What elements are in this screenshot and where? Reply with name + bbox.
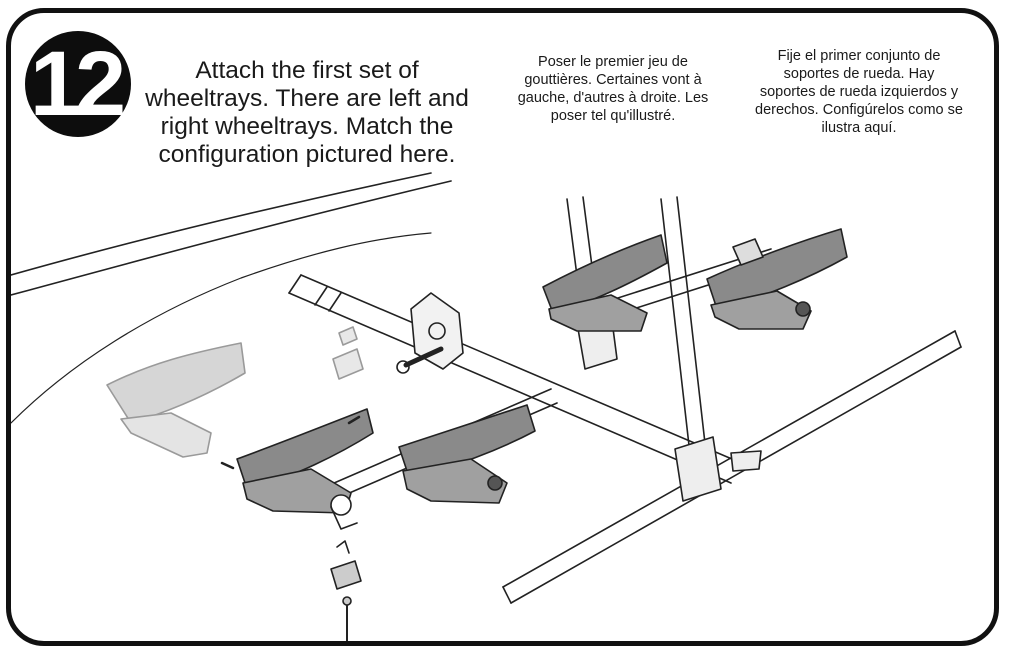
- step-number-badge: 12: [25, 31, 131, 137]
- end-cap: [730, 450, 762, 472]
- wheel-tray-ghost: [106, 326, 364, 458]
- hitch-receiver: [396, 292, 464, 374]
- instruction-panel: 12 Attach the first set of wheeltrays. T…: [6, 8, 999, 646]
- hitch-bar: [288, 274, 747, 484]
- mounting-hardware: [220, 415, 362, 641]
- instruction-french: Poser le premier jeu de gouttières. Cert…: [517, 54, 709, 124]
- wheel-tray-front-right: [398, 404, 536, 504]
- vehicle-bumper-outline: [11, 172, 452, 424]
- instruction-spanish: Fije el primer conjunto de soportes de r…: [755, 48, 963, 136]
- bike-rack-assembly-illustration: [11, 172, 962, 641]
- upright-mast-right: [660, 196, 722, 502]
- instruction-english: Attach the first set of wheeltrays. Ther…: [145, 57, 469, 168]
- wheel-tray-rear-left: [542, 234, 668, 332]
- lower-bar: [502, 330, 962, 604]
- step-number: 12: [29, 33, 126, 135]
- wheel-tray-rear-right: [706, 228, 848, 330]
- wheel-tray-front-left: [236, 408, 374, 530]
